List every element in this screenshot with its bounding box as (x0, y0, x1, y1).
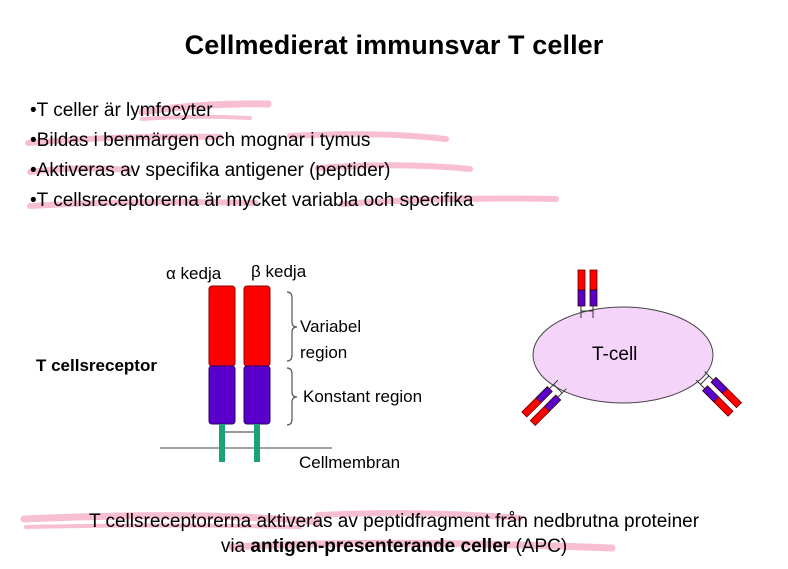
constant-region-label: Konstant region (303, 387, 423, 406)
constant-region-brace (286, 367, 298, 426)
t-cell-body (532, 306, 714, 404)
t-cell-receptor-right (695, 371, 743, 417)
caption-bold: antigen-presenterande celler (250, 536, 511, 557)
receptor-label: T cellsreceptor (36, 356, 157, 375)
bullet-list: •T celler är lymfocyter •Bildas i benmär… (30, 96, 474, 216)
variable-region-label-1: Variabel (300, 317, 362, 336)
alpha-chain-label: α kedja (166, 264, 222, 283)
alpha-variable-region (208, 285, 236, 367)
bullet-item: •T cellsreceptorerna är mycket variabla … (30, 190, 474, 211)
bullet-item: •Aktiveras av specifika antigener (pepti… (30, 160, 391, 181)
bottom-caption-line1: T cellsreceptorerna aktiveras av peptidf… (88, 511, 700, 532)
beta-chain-label: β kedja (251, 262, 307, 281)
beta-constant-region (243, 365, 271, 425)
beta-transmembrane (254, 424, 260, 462)
cell-membrane-label: Cellmembran (299, 453, 401, 472)
variable-region-brace (286, 291, 298, 362)
alpha-constant-region (208, 365, 236, 425)
bottom-caption: T cellsreceptorerna aktiveras av peptidf… (0, 509, 788, 559)
t-cell-label: T-cell (592, 344, 638, 365)
bottom-caption-line2: via antigen-presenterande celler (APC) (0, 534, 788, 559)
t-cell-receptor-left (521, 379, 567, 427)
page-title: Cellmedierat immunsvar T celler (184, 30, 604, 60)
t-cell-receptor-top (577, 269, 598, 318)
beta-variable-region (243, 285, 271, 367)
variable-region-label-2: region (300, 343, 348, 362)
bullet-item: •Bildas i benmärgen och mognar i tymus (30, 130, 371, 151)
alpha-transmembrane (219, 424, 225, 462)
bullet-item: •T celler är lymfocyter (30, 100, 213, 121)
caption-suffix: (APC) (510, 536, 568, 557)
caption-prefix: via (220, 536, 251, 557)
